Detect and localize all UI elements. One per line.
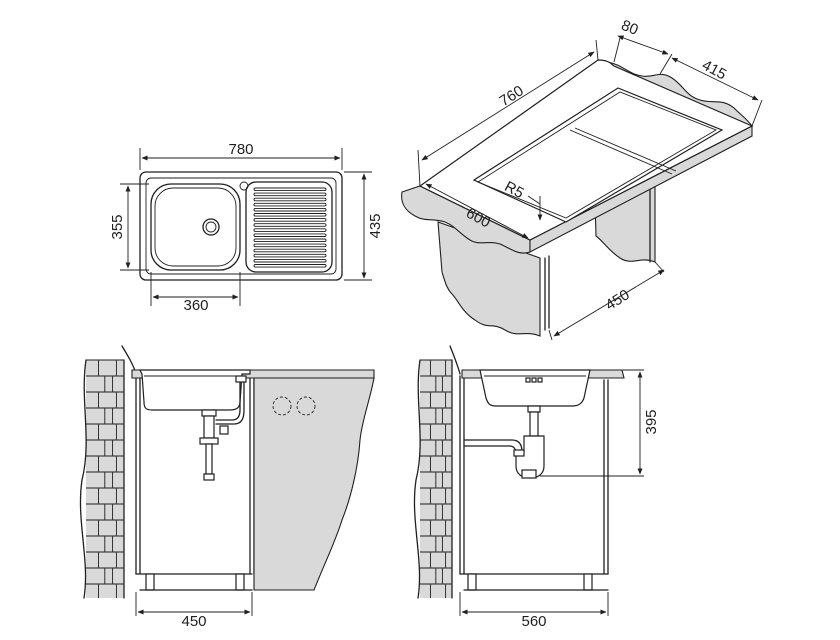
brick-wall-right — [413, 359, 453, 599]
dim-395: 395 — [643, 409, 660, 434]
drain-hole — [202, 218, 220, 236]
drainboard-rib — [253, 223, 327, 227]
dim-450-iso: 450 — [602, 286, 632, 314]
drainboard-rib — [253, 207, 327, 212]
dim-80-line — [617, 35, 669, 55]
foot-right — [235, 573, 245, 591]
drainboard-rib — [253, 197, 327, 202]
dim-360: 360 — [183, 297, 208, 314]
side-view: 395 560 — [413, 345, 660, 630]
top-view: 780 435 355 360 — [109, 141, 384, 314]
drainboard-rib — [253, 253, 327, 258]
drainboard-rib — [253, 192, 327, 197]
dim-560: 560 — [521, 613, 546, 630]
dim-80: 80 — [619, 17, 641, 39]
dim-355: 355 — [109, 214, 126, 239]
front-view: 450 — [79, 345, 375, 630]
side-foot-right — [583, 573, 593, 591]
side-bowl — [479, 369, 591, 407]
drainboard-rib — [253, 202, 327, 207]
drainboard-rib — [253, 248, 327, 253]
foot-left — [145, 573, 155, 591]
neighbour-cabinet — [253, 377, 375, 591]
drainboard-rib — [253, 264, 327, 268]
drainboard-rib — [253, 258, 327, 263]
overflow-hole — [239, 181, 249, 191]
iso-view: 760 80 415 600 R5 450 — [401, 17, 763, 341]
bowl — [150, 183, 241, 271]
dim-600-line — [425, 183, 529, 239]
drainboard-rib — [253, 213, 327, 217]
drainboard-rib — [253, 228, 327, 232]
dim-760-line — [421, 51, 595, 161]
dim-450-front: 450 — [181, 613, 206, 630]
drainboard-rib — [253, 187, 327, 192]
drainboard-ribs — [253, 187, 327, 268]
drainboard-rib — [253, 243, 327, 248]
drainboard-rib — [253, 218, 327, 222]
drainboard — [245, 181, 333, 273]
dim-450-iso-line — [553, 269, 665, 337]
sink-inner-rim — [145, 177, 337, 275]
dim-435: 435 — [367, 213, 384, 238]
drainboard-rib — [253, 233, 327, 237]
dim-780: 780 — [228, 141, 253, 158]
dim-760: 760 — [496, 82, 526, 110]
side-foot-left — [467, 573, 477, 591]
sink-outline — [139, 171, 343, 281]
dim-415: 415 — [699, 57, 729, 84]
brick-wall-left — [79, 359, 125, 599]
dim-415-line — [671, 57, 759, 101]
drainboard-rib — [253, 238, 327, 243]
